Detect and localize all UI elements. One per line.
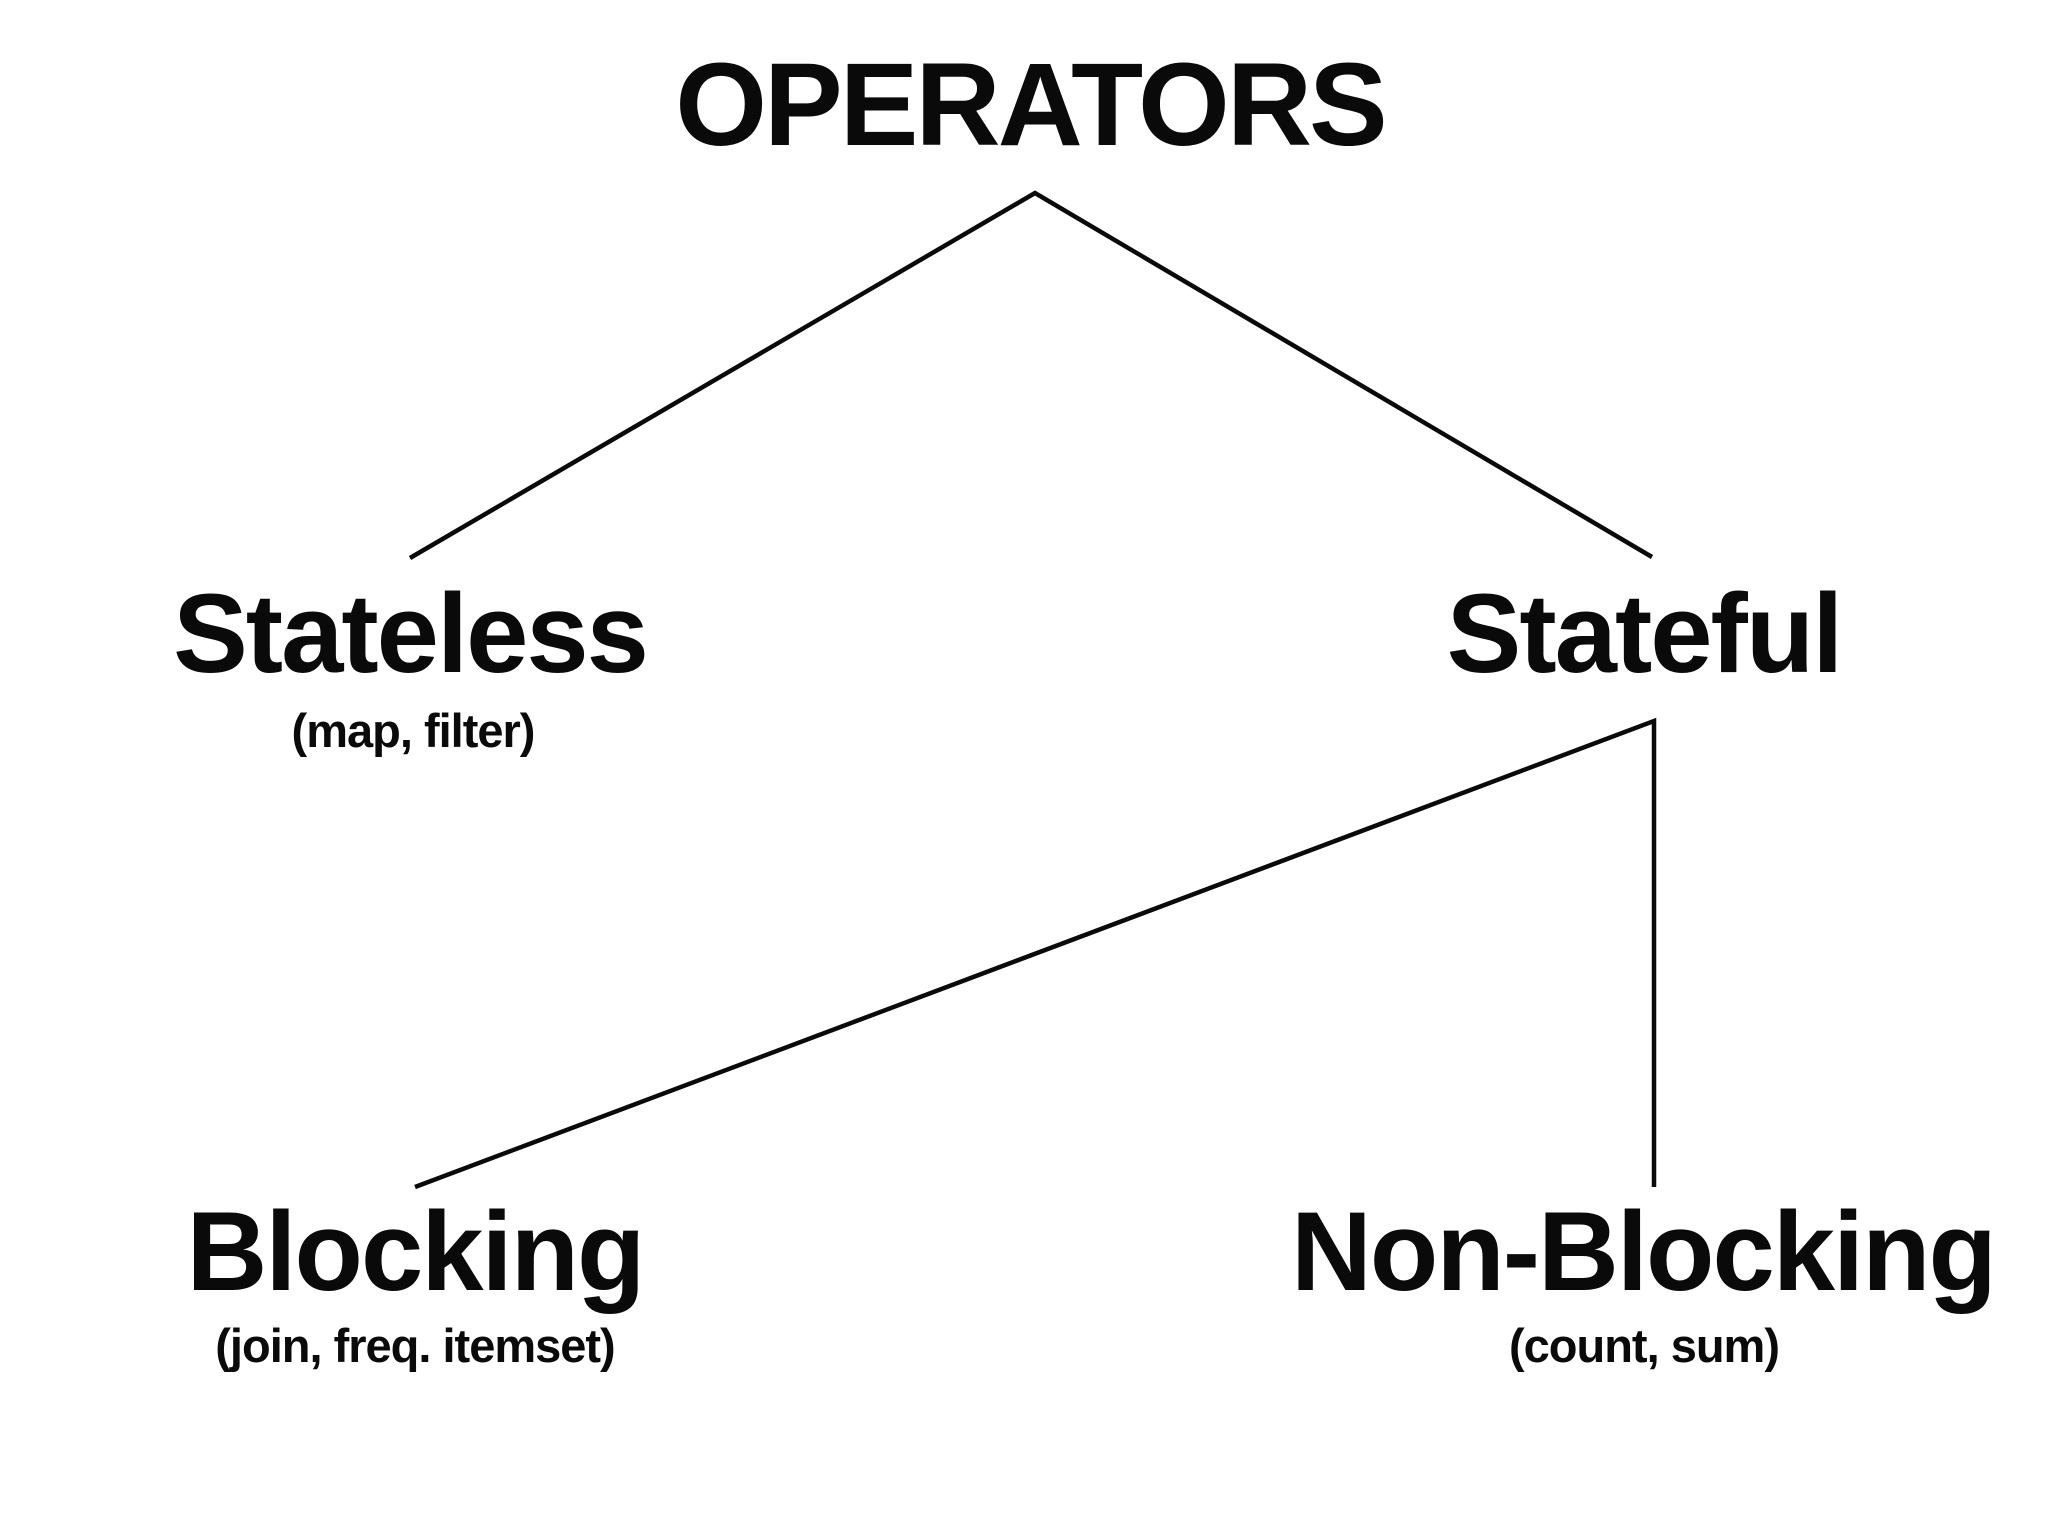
- node-non-blocking-sublabel: (count, sum): [1509, 1319, 1780, 1372]
- node-non-blocking-label: Non-Blocking: [1291, 1189, 1997, 1314]
- node-stateless-label: Stateless: [173, 571, 649, 696]
- node-blocking-sublabel: (join, freq. itemset): [215, 1319, 615, 1372]
- node-stateless-sublabel: (map, filter): [291, 704, 536, 757]
- node-blocking-label: Blocking: [186, 1189, 646, 1314]
- edge-stateful-blocking-nonblocking: [414, 717, 1657, 1190]
- diagram-title: OPERATORS: [675, 39, 1388, 171]
- edge-operators-stateless-stateful: [408, 190, 1654, 560]
- node-stateful-label: Stateful: [1446, 571, 1844, 696]
